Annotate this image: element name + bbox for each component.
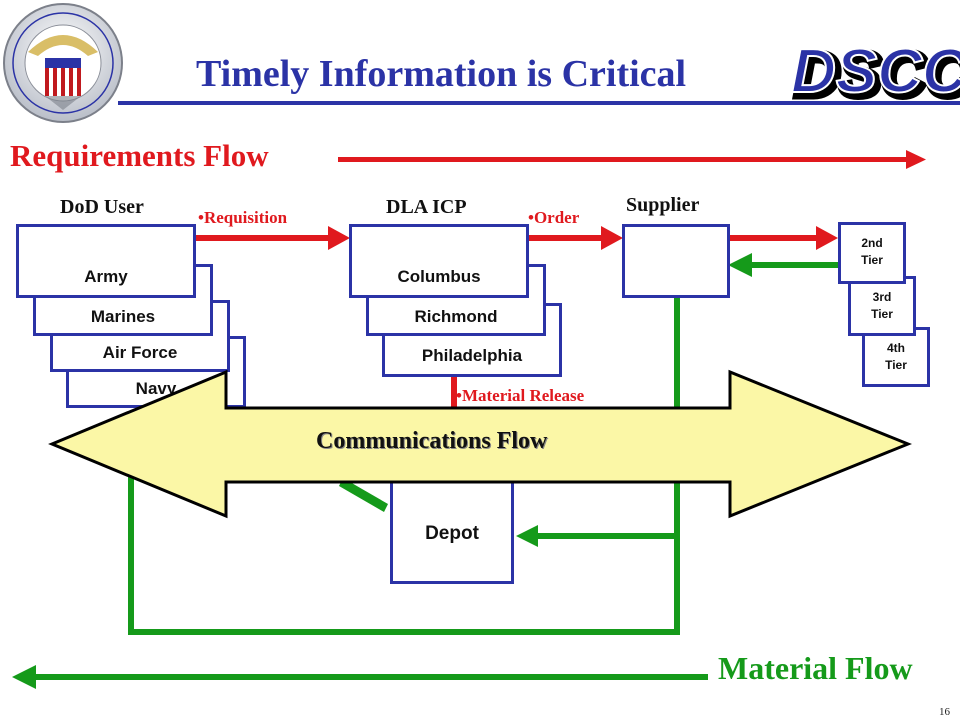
tier-to-supplier-arrow bbox=[728, 253, 848, 277]
dod-label-air-force: Air Force bbox=[102, 343, 178, 362]
tier-4th-line1: 4th bbox=[887, 341, 905, 355]
icp-label-columbus: Columbus bbox=[397, 267, 481, 286]
dod-label-marines: Marines bbox=[90, 307, 156, 326]
header-dla-icp: DLA ICP bbox=[386, 196, 467, 218]
supplier-box bbox=[622, 224, 730, 298]
icp-box-columbus: Columbus bbox=[349, 224, 529, 298]
header-dod-user: DoD User bbox=[60, 196, 144, 218]
order-label: •Order bbox=[528, 208, 580, 227]
material-flow-arrow bbox=[12, 665, 708, 689]
tier-2nd-line2: Tier bbox=[861, 253, 883, 267]
material-release-label: •Material Release bbox=[456, 386, 585, 405]
title-underline bbox=[118, 101, 960, 105]
requirements-flow-arrow bbox=[338, 150, 926, 169]
tier-box-2nd: 2nd Tier bbox=[838, 222, 906, 284]
requirements-flow-label: Requirements Flow bbox=[10, 138, 269, 173]
material-flow-label: Material Flow bbox=[718, 650, 913, 686]
dod-label-army: Army bbox=[84, 267, 128, 286]
tier-3rd-line1: 3rd bbox=[872, 290, 892, 304]
dscc-text: DSCC bbox=[791, 37, 960, 106]
tier-box-4th: 4th Tier bbox=[862, 327, 930, 387]
tier-3rd-line2: Tier bbox=[871, 307, 893, 321]
communications-flow-label: Communications Flow bbox=[316, 428, 548, 454]
order-arrow bbox=[527, 226, 623, 250]
dla-seal-logo bbox=[3, 3, 123, 123]
requisition-arrow bbox=[196, 226, 350, 250]
dod-label-navy: Navy bbox=[135, 379, 177, 398]
icp-label-philadelphia: Philadelphia bbox=[421, 346, 523, 365]
depot-label: Depot bbox=[425, 523, 479, 544]
material-release-line bbox=[451, 375, 457, 415]
dod-box-army: Army bbox=[16, 224, 196, 298]
header-supplier: Supplier bbox=[626, 194, 700, 216]
requisition-label: •Requisition bbox=[198, 208, 288, 227]
dscc-brand: DSCC DSCC bbox=[790, 36, 960, 114]
page-number: 16 bbox=[939, 706, 950, 718]
supplier-to-tier-arrow bbox=[728, 226, 838, 250]
page-title: Timely Information is Critical bbox=[196, 53, 687, 95]
dscc-shadow: DSCC bbox=[795, 41, 960, 110]
icp-label-richmond: Richmond bbox=[414, 307, 498, 326]
tier-4th-line2: Tier bbox=[885, 358, 907, 372]
tier-2nd-line1: 2nd bbox=[861, 236, 883, 250]
